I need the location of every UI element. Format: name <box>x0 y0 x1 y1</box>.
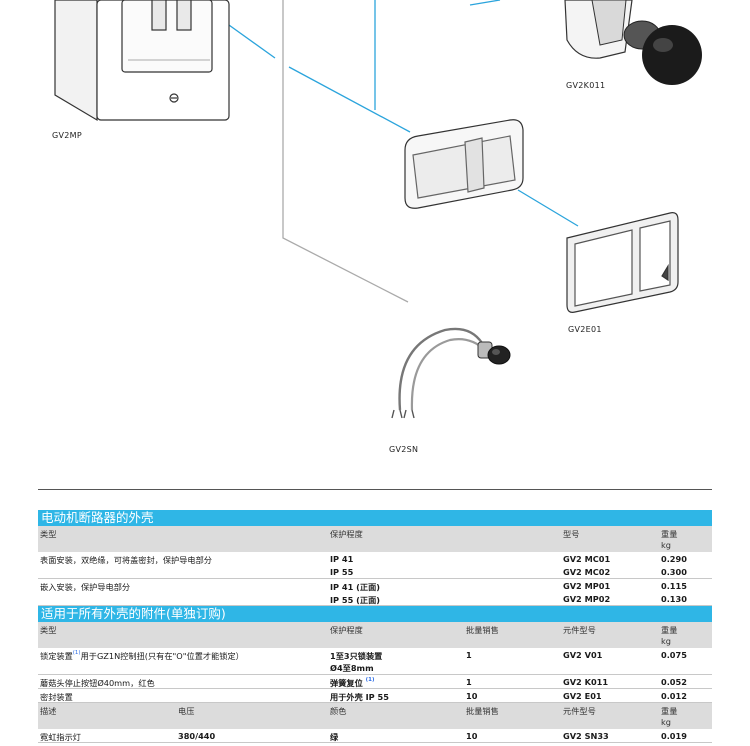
leader-line-top <box>288 66 411 133</box>
table-row: 锁定装置(1)用于GZ1N控制扭(只有在"O"位置才能锁定） 1至3只锁装置 Ø… <box>38 648 712 675</box>
section-divider <box>38 489 712 490</box>
cell-weight: 0.075 <box>661 650 687 660</box>
header-model: 元件型号 <box>563 706 596 716</box>
cell-type: 嵌入安装，保护导电部分 <box>40 582 131 592</box>
cell-weight: 0.019 <box>661 731 687 741</box>
cell-protection: IP 55 (正面) <box>330 595 381 605</box>
table1-title: 电动机断路器的外壳 <box>38 510 712 526</box>
guide-line-grey <box>282 0 409 303</box>
header-type: 类型 <box>40 529 57 539</box>
transparent-cover <box>404 119 524 209</box>
table-row: IP 55 GV2 MC02 0.300 <box>38 565 712 579</box>
cell-weight: 0.052 <box>661 677 687 687</box>
header-voltage: 电压 <box>178 706 195 716</box>
table-row: 霓虹指示灯 380/440 绿 10 GV2 SN33 0.019 <box>38 729 712 743</box>
header-protection: 保护程度 <box>330 529 363 539</box>
cell-protection: IP 41 <box>330 554 354 564</box>
header-weight-unit: kg <box>661 717 671 727</box>
header-weight: 重量 <box>661 625 678 635</box>
cell-color: 绿 <box>330 732 339 742</box>
cell-qty: 10 <box>466 731 478 741</box>
footnote-marker: (1) <box>72 650 81 656</box>
header-color: 颜色 <box>330 706 347 716</box>
cell-type-b: 用于GZ1N控制扭(只有在"O"位置才能锁定） <box>80 651 244 661</box>
header-weight: 重量 <box>661 529 678 539</box>
cell-model: GV2 MP01 <box>563 581 611 591</box>
cell-type: 锁定装置(1)用于GZ1N控制扭(只有在"O"位置才能锁定） <box>40 650 244 662</box>
table-row: 表面安装，双绝缘，可将盖密封，保护导电部分 IP 41 GV2 MC01 0.2… <box>38 552 712 565</box>
cell-type: 密封装置 <box>40 692 73 702</box>
table2-header-row: 类型 保护程度 批量销售 元件型号 重量 kg <box>38 622 712 648</box>
cell-protection-text: 弹簧复位 <box>330 678 363 688</box>
cell-type: 蘑菇头停止按钮Ø40mm，红色 <box>40 678 155 688</box>
cell-protection: IP 55 <box>330 567 354 577</box>
cell-weight: 0.300 <box>661 567 687 577</box>
cell-model: GV2 K011 <box>563 677 609 687</box>
cell-protection-2: Ø4至8mm <box>330 663 374 673</box>
cell-qty: 1 <box>466 650 472 660</box>
table1-header-row: 类型 保护程度 型号 重量 kg <box>38 526 712 552</box>
cell-model: GV2 V01 <box>563 650 603 660</box>
table2-sub-header-row: 描述 电压 颜色 批量销售 元件型号 重量 kg <box>38 703 712 729</box>
cell-weight: 0.130 <box>661 594 687 604</box>
cell-model: GV2 E01 <box>563 691 602 701</box>
cell-model: GV2 SN33 <box>563 731 609 741</box>
cell-model: GV2 MC02 <box>563 567 611 577</box>
header-model: 元件型号 <box>563 625 596 635</box>
table-row: IP 55 (正面) GV2 MP02 0.130 <box>38 592 712 606</box>
gv2mp-enclosure <box>54 0 230 122</box>
gv2k011-stop-button <box>564 0 702 85</box>
caption-gv2sn: GV2SN <box>389 445 419 454</box>
caption-gv2mp: GV2MP <box>52 131 82 140</box>
header-qty: 批量销售 <box>466 625 499 635</box>
cell-type: 表面安装，双绝缘，可将盖密封，保护导电部分 <box>40 555 212 565</box>
header-model: 型号 <box>563 529 580 539</box>
header-weight: 重量 <box>661 706 678 716</box>
cell-desc: 霓虹指示灯 <box>40 732 81 742</box>
cell-model: GV2 MP02 <box>563 594 611 604</box>
cell-weight: 0.012 <box>661 691 687 701</box>
product-tables: 电动机断路器的外壳 类型 保护程度 型号 重量 kg 表面安装，双绝缘，可将盖密… <box>38 510 712 743</box>
cell-protection: 弹簧复位 (1) <box>330 677 374 689</box>
cell-model: GV2 MC01 <box>563 554 611 564</box>
leader-line-gasket <box>517 189 579 227</box>
cell-protection: 用于外壳 IP 55 <box>330 692 389 702</box>
header-qty: 批量销售 <box>466 706 499 716</box>
gv2e01-gasket <box>566 212 679 313</box>
cell-qty: 1 <box>466 677 472 687</box>
header-desc: 描述 <box>40 706 57 716</box>
leader-line-k <box>469 0 501 6</box>
cell-weight: 0.115 <box>661 581 687 591</box>
cell-type-a: 锁定装置 <box>40 651 73 661</box>
gv2sn-indicator-lamp <box>391 327 511 419</box>
header-weight-unit: kg <box>661 636 671 646</box>
caption-gv2e01: GV2E01 <box>568 325 602 334</box>
leader-lines <box>214 0 579 303</box>
header-protection: 保护程度 <box>330 625 363 635</box>
cell-qty: 10 <box>466 691 478 701</box>
cell-weight: 0.290 <box>661 554 687 564</box>
cell-protection: IP 41 (正面) <box>330 582 381 592</box>
footnote-marker: (1) <box>365 677 375 683</box>
table-row: 密封装置 用于外壳 IP 55 10 GV2 E01 0.012 <box>38 689 712 703</box>
table2-title: 适用于所有外壳的附件(单独订购) <box>38 606 712 622</box>
header-weight-unit: kg <box>661 540 671 550</box>
table-row: 蘑菇头停止按钮Ø40mm，红色 弹簧复位 (1) 1 GV2 K011 0.05… <box>38 675 712 689</box>
exploded-assembly-illustration <box>54 0 702 419</box>
caption-gv2k011: GV2K011 <box>566 81 606 90</box>
cell-protection: 1至3只锁装置 <box>330 651 383 661</box>
cell-voltage: 380/440 <box>178 731 216 741</box>
table-row: 嵌入安装，保护导电部分 IP 41 (正面) GV2 MP01 0.115 <box>38 579 712 592</box>
header-type: 类型 <box>40 625 57 635</box>
